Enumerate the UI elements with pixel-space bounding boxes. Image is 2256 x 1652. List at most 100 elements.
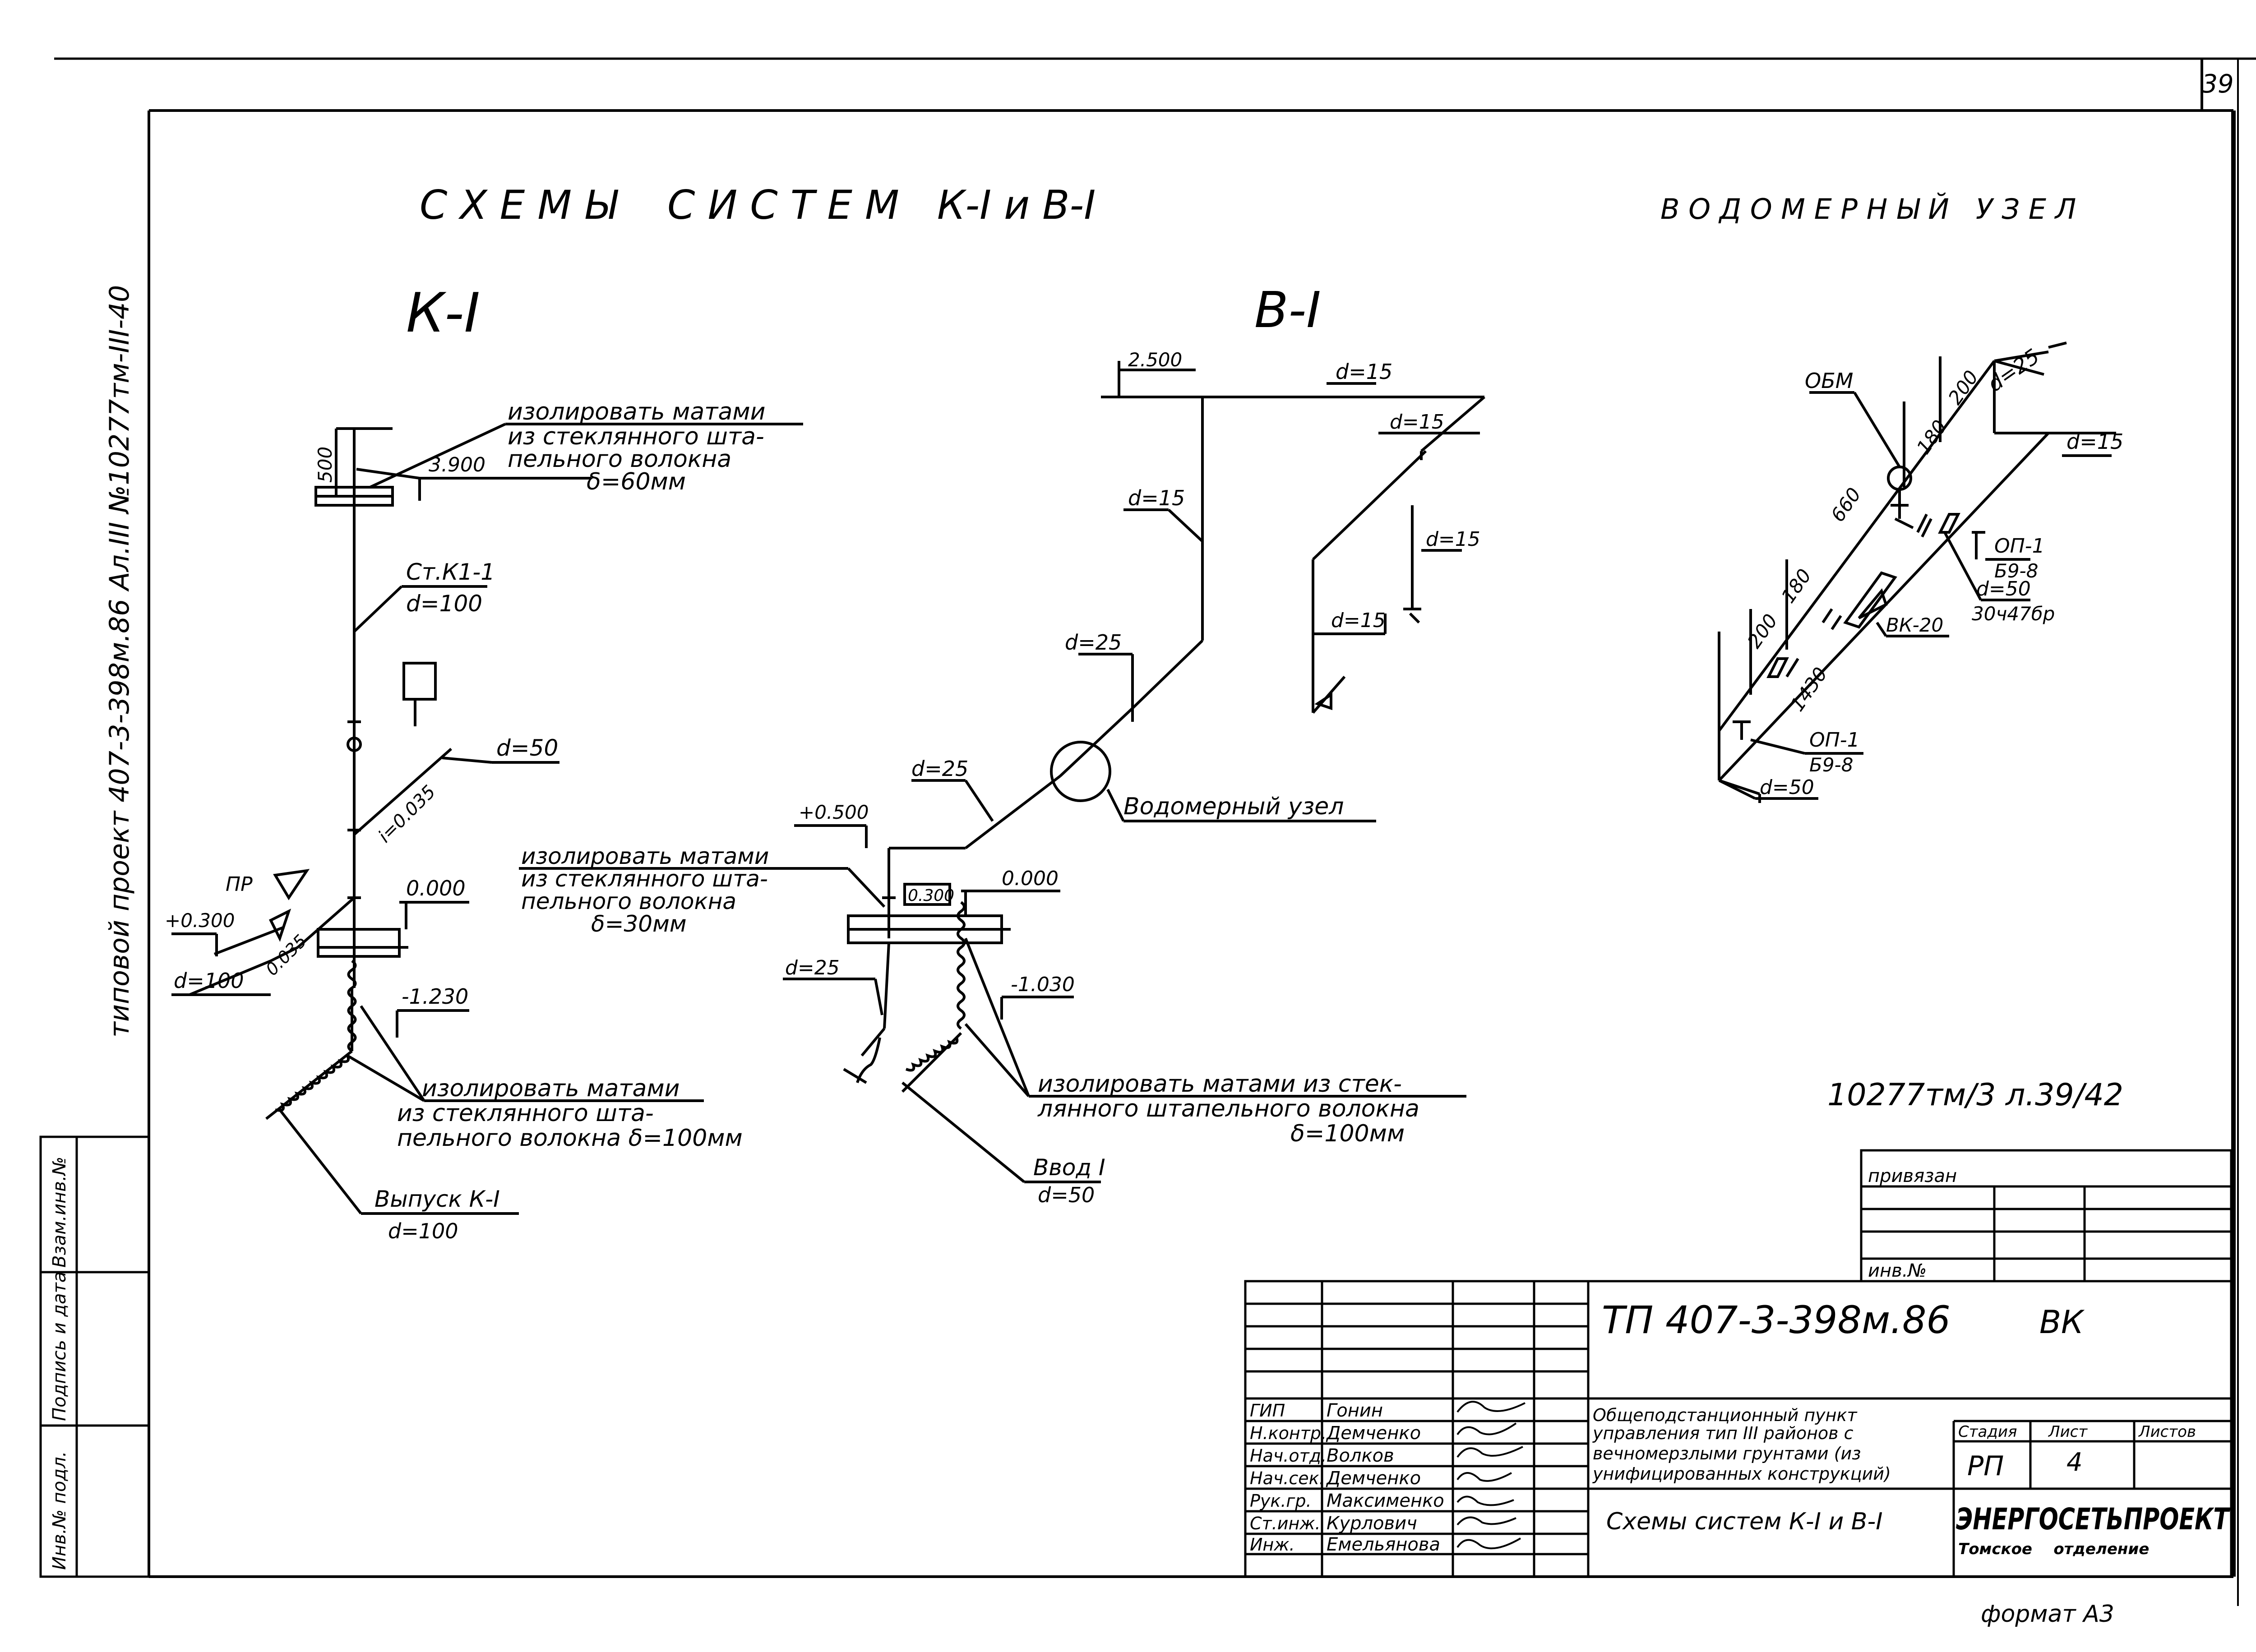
role-0: ГИП (1250, 1401, 1285, 1421)
k1-branch-d50: d=50 (496, 735, 558, 761)
left-strip (39, 1135, 150, 1578)
b1-inlet-d: d=50 (1038, 1183, 1095, 1207)
role-3: Нач.сек. (1250, 1468, 1325, 1488)
mu-dim-1430: 1430 (1786, 663, 1831, 715)
b1-el-0000: 0.000 (1002, 867, 1059, 890)
project-name-4: унифицированных конструкций) (1592, 1464, 1891, 1484)
b1-d15-right-1: d=15 (1390, 411, 1444, 434)
meter-unit-scheme (1718, 341, 2116, 803)
mu-dim-200-left: 200 (1743, 610, 1782, 652)
sheet-value: 4 (2066, 1448, 2083, 1477)
b1-inlet-label: Ввод I (1033, 1154, 1105, 1181)
mu-d15: d=15 (2066, 429, 2123, 454)
mu-op1-a: ОП-1 (1994, 535, 2045, 558)
role-4: Рук.гр. (1250, 1491, 1312, 1511)
b1-el-0300: 0.300 (908, 886, 954, 905)
b1-scheme (519, 361, 1485, 1183)
role-2: Нач.отд. (1250, 1446, 1327, 1466)
b1-el-2500: 2.500 (1128, 349, 1182, 371)
mu-dim-660: 660 (1826, 484, 1865, 526)
mu-op1-b: ОП-1 (1809, 729, 1860, 752)
name-3: Демченко (1326, 1468, 1421, 1489)
b1-d25-mid: d=25 (911, 757, 968, 781)
k1-el-1230: -1.230 (402, 984, 468, 1009)
k1-insul-top-2: из стеклянного шта- (508, 423, 764, 450)
sheets-header: Листов (2138, 1423, 2196, 1441)
b1-d25-upper: d=25 (1065, 630, 1122, 655)
k1-dim-500: 500 (314, 447, 336, 483)
format-label: формат А3 (1981, 1601, 2114, 1628)
b1-insul-top-3: пельного волокна (521, 888, 736, 914)
name-6: Емельянова (1327, 1534, 1440, 1555)
k1-outlet-d: d=100 (388, 1219, 458, 1243)
meter-unit-title: В О Д О М Е Р Н Ы Й У З Е Л (1660, 192, 2076, 226)
org-branch: Томское отделение (1958, 1540, 2149, 1558)
mu-obm: ОБМ (1805, 369, 1853, 393)
project-name-3: вечномерзлыми грунтами (из (1593, 1444, 1861, 1463)
project-name-2: управления тип III районов с (1592, 1423, 1854, 1443)
mu-op1-b-sub: Б9-8 (1809, 754, 1853, 776)
b1-insul-top-4: δ=30мм (591, 911, 687, 937)
k1-slope-1: i=0.035 (374, 781, 440, 847)
strip-label-sign: Подпись и дата (49, 1272, 70, 1421)
name-0: Гонин (1327, 1400, 1383, 1421)
k1-insul-bottom-3: пельного волокна δ=100мм (397, 1125, 743, 1152)
mu-dim-180-left: 180 (1777, 565, 1816, 607)
b1-insul-bottom-2: лянного штапельного волокна (1037, 1095, 1419, 1122)
k1-branch-d100: d=100 (174, 969, 244, 993)
b1-el-1030: -1.030 (1011, 973, 1075, 996)
mu-op1-a-sub: Б9-8 (1994, 560, 2038, 582)
b1-meter-label: Водомерный узел (1123, 793, 1344, 820)
org-name: ЭНЕРГОСЕТЬПРОЕКТ (1956, 1502, 2231, 1537)
strip-label-inv: Инв.№ подл. (49, 1451, 70, 1570)
mu-valve: 30ч47бр (1972, 603, 2055, 625)
mu-d50-bottom: d=50 (1760, 776, 1814, 799)
b1-insul-bottom-3: δ=100мм (1290, 1120, 1405, 1147)
role-1: Н.контр. (1250, 1423, 1327, 1443)
strip-label-replace: Взам.инв.№ (49, 1157, 70, 1268)
title-block (1244, 1280, 2233, 1578)
k1-slope-2: 0.035 (262, 931, 310, 979)
mu-d25: d=25 (1983, 344, 2043, 397)
signatures (1456, 1401, 1526, 1550)
sheet-number: 39 (2201, 69, 2233, 99)
binding-inv: инв.№ (1868, 1260, 1927, 1281)
k1-scheme (171, 423, 803, 1215)
k1-label: К-I (406, 282, 480, 345)
k1-insul-top-1: изолировать матами (508, 398, 765, 425)
k1-riser-label: Ст.К1-1 (406, 559, 495, 585)
k1-insul-bottom-1: изолировать матами (422, 1075, 680, 1102)
main-title: С Х Е М Ы С И С Т Е М К-I и В-I (420, 182, 1096, 228)
binding-title: привязан (1868, 1166, 1957, 1186)
name-1: Демченко (1326, 1423, 1421, 1444)
name-4: Максименко (1327, 1490, 1444, 1511)
mu-meter: ВК-20 (1886, 614, 1943, 636)
k1-riser-d: d=100 (406, 591, 482, 617)
k1-el-0300: +0.300 (165, 909, 235, 932)
side-note: типовой проект 407-3-398м.86 Ал.III №102… (104, 285, 135, 1038)
k1-el-3900: 3.900 (429, 453, 485, 476)
b1-insul-top-1: изолировать матами (521, 843, 769, 869)
b1-insul-bottom-1: изолировать матами из стек- (1038, 1071, 1402, 1098)
role-5: Ст.инж. (1250, 1514, 1321, 1533)
section-code: ВК (2039, 1304, 2085, 1341)
b1-label: В-I (1254, 281, 1321, 339)
b1-d15-right-2: d=15 (1426, 528, 1480, 551)
k1-insul-bottom-2: из стеклянного шта- (397, 1100, 654, 1127)
mu-dim-180-right: 180 (1912, 416, 1951, 458)
mu-dim-200-right: 200 (1944, 366, 1983, 409)
b1-d15-riser: d=15 (1128, 486, 1185, 510)
name-2: Волков (1327, 1445, 1394, 1466)
archive-code: 10277тм/3 л.39/42 (1827, 1077, 2123, 1113)
role-6: Инж. (1250, 1535, 1295, 1555)
b1-el-0500: +0.500 (799, 801, 869, 823)
k1-el-0000: 0.000 (406, 876, 466, 900)
stage-header: Стадия (1958, 1423, 2017, 1441)
name-5: Курлович (1327, 1513, 1417, 1534)
b1-d15-top: d=15 (1336, 360, 1392, 384)
sheet-header: Лист (2048, 1423, 2088, 1441)
b1-d15-right-3: d=15 (1331, 609, 1386, 632)
sheet-title: Схемы систем К-I и В-I (1606, 1508, 1883, 1535)
project-name-1: Общеподстанционный пункт (1593, 1405, 1858, 1425)
